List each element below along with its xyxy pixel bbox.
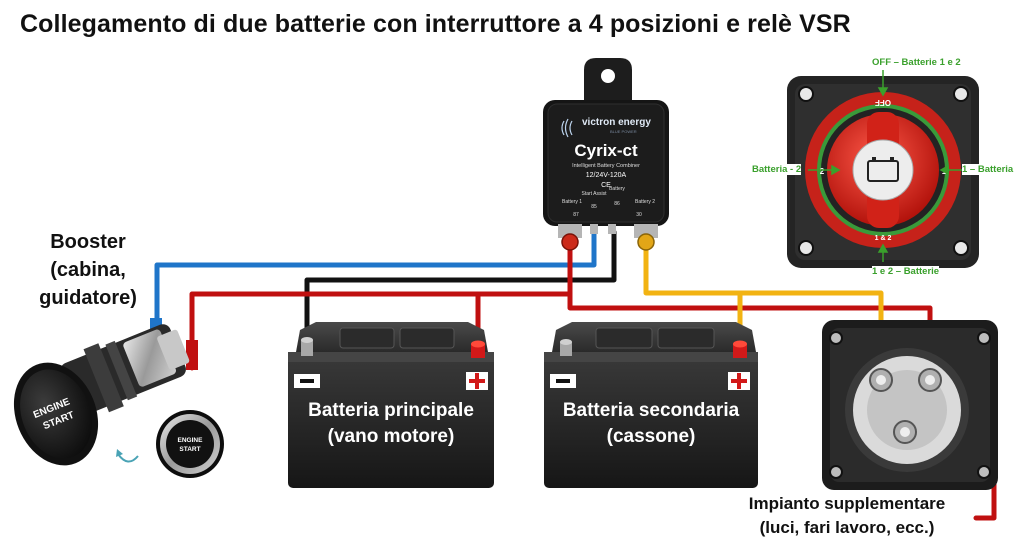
relay-mark: CE <box>601 182 611 189</box>
switch-label-connectors <box>808 70 962 262</box>
relay-model: Cyrix-ct <box>574 141 638 160</box>
red-wire-main <box>189 291 481 371</box>
relay-term-b1-num: 87 <box>573 212 579 218</box>
switch-label-both: 1 e 2 – Batterie <box>872 266 940 277</box>
black-wire <box>304 229 617 355</box>
button-icon-text-line1: ENGINE <box>178 437 204 444</box>
battery-secondary-line2: (cassone) <box>606 426 696 447</box>
relay-cyrix <box>543 58 669 251</box>
dial-both: 1 & 2 <box>875 235 892 242</box>
battery-secondary <box>544 322 758 488</box>
impianto-line1: Impianto supplementare <box>748 494 946 513</box>
relay-term-b2-num: 30 <box>636 212 642 218</box>
battery-switch-4pos <box>787 76 979 268</box>
engine-start-button <box>13 318 224 478</box>
booster-label-line1: Booster <box>50 231 126 253</box>
battery-main <box>288 322 494 488</box>
relay-term-batt: Battery <box>609 186 625 192</box>
battery-secondary-line1: Batteria secondaria <box>562 400 740 421</box>
battery-main-line2: (vano motore) <box>327 426 455 447</box>
relay-brand-tagline: BLUE POWER <box>610 129 637 134</box>
switch-label-off: OFF – Batterie 1 e 2 <box>872 57 961 68</box>
dial-off: OFF <box>875 98 891 107</box>
relay-subtitle: Intelligent Battery Combiner <box>572 163 640 169</box>
relay-brand: victron energy <box>582 117 651 128</box>
booster-label-line2: (cabina, <box>50 259 126 281</box>
switch-label-batt2: Batteria - 2 <box>752 164 802 175</box>
relay-term-start-num: 85 <box>591 204 597 210</box>
battery-main-line1: Batteria principale <box>308 400 474 421</box>
impianto-label: Impianto supplementare (luci, fari lavor… <box>722 492 972 540</box>
relay-rating: 12/24V-120A <box>586 172 627 179</box>
blue-wire <box>154 229 597 335</box>
button-icon-text-line2: START <box>179 446 200 453</box>
booster-label-line3: guidatore) <box>39 287 137 309</box>
relay-term-start: Start Assist <box>581 191 607 197</box>
dial-2: 2 <box>820 167 825 176</box>
wires <box>154 229 997 521</box>
impianto-line2: (luci, fari lavoro, ecc.) <box>759 518 935 537</box>
booster-label: Booster (cabina, guidatore) <box>8 228 168 312</box>
relay-term-b1: Battery 1 <box>562 199 582 205</box>
switch-label-batt1: 1 – Batteria <box>962 164 1014 175</box>
relay-term-b2: Battery 2 <box>635 199 655 205</box>
page-title: Collegamento di due batterie con interru… <box>20 10 851 38</box>
battery-main-label: Batteria principale (vano motore) <box>292 398 490 450</box>
battery-secondary-label: Batteria secondaria (cassone) <box>547 398 755 450</box>
battery-switch-rear <box>822 320 998 490</box>
relay-term-batt-num: 86 <box>614 201 620 207</box>
